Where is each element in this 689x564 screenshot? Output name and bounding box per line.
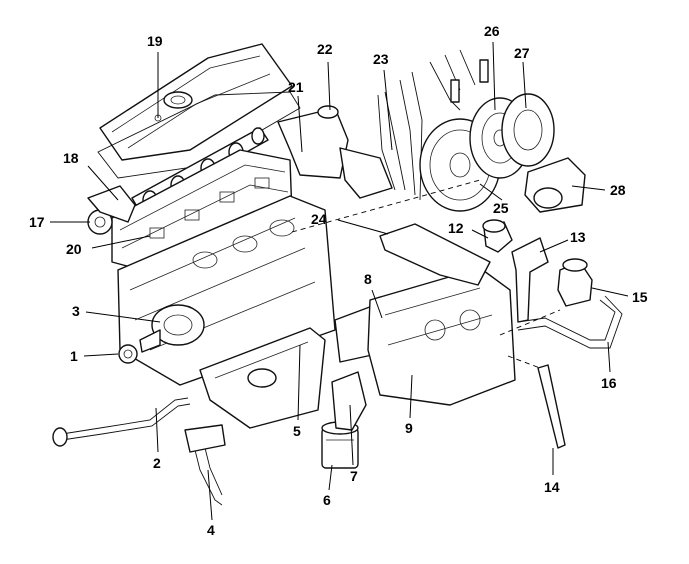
callout-23: 23 [373,51,389,67]
callout-9: 9 [405,420,413,436]
starter-motor [524,157,586,213]
callout-5: 5 [293,423,301,439]
callout-22: 22 [317,41,333,57]
valve-cover [99,43,293,161]
callout-20: 20 [66,241,82,257]
crankshaft-pulley [139,304,205,353]
oil-pickup [184,424,226,506]
callout-3: 3 [72,303,80,319]
mount-bracket [511,237,549,323]
timing-cover-bracket [87,185,136,223]
injector-cover [379,223,491,286]
callout-12: 12 [448,220,464,236]
intake-manifold [367,267,516,406]
callout-21: 21 [288,79,304,95]
callout-2: 2 [153,455,161,471]
callout-17: 17 [29,214,45,230]
callout-15: 15 [632,289,648,305]
pressure-plate [501,93,555,167]
callout-19: 19 [147,33,163,49]
crankshaft-seal [118,344,138,364]
callout-16: 16 [601,375,617,391]
support-strut [537,364,566,449]
callout-8: 8 [364,271,372,287]
oil-pan [199,327,326,429]
callout-24: 24 [311,211,327,227]
egr-pipe [517,295,623,349]
oil-filter-bracket [331,371,367,431]
alignment-line-right [499,309,561,336]
callout-7: 7 [350,468,358,484]
callout-26: 26 [484,23,500,39]
dipstick-tube [52,397,191,447]
pressure-regulator [482,219,513,253]
callout-28: 28 [610,182,626,198]
callout-6: 6 [323,492,331,508]
distributor-assembly [277,105,393,199]
callout-1: 1 [70,348,78,364]
callout-14: 14 [544,479,560,495]
alignment-line-upper [291,179,481,233]
callout-18: 18 [63,150,79,166]
egr-valve [557,258,593,307]
callout-4: 4 [207,522,215,538]
callout-27: 27 [514,45,530,61]
callout-13: 13 [570,229,586,245]
alignment-line-lower [507,355,541,369]
leader-lines [50,41,629,521]
callout-25: 25 [493,200,509,216]
valve-cover-gasket [97,91,301,179]
